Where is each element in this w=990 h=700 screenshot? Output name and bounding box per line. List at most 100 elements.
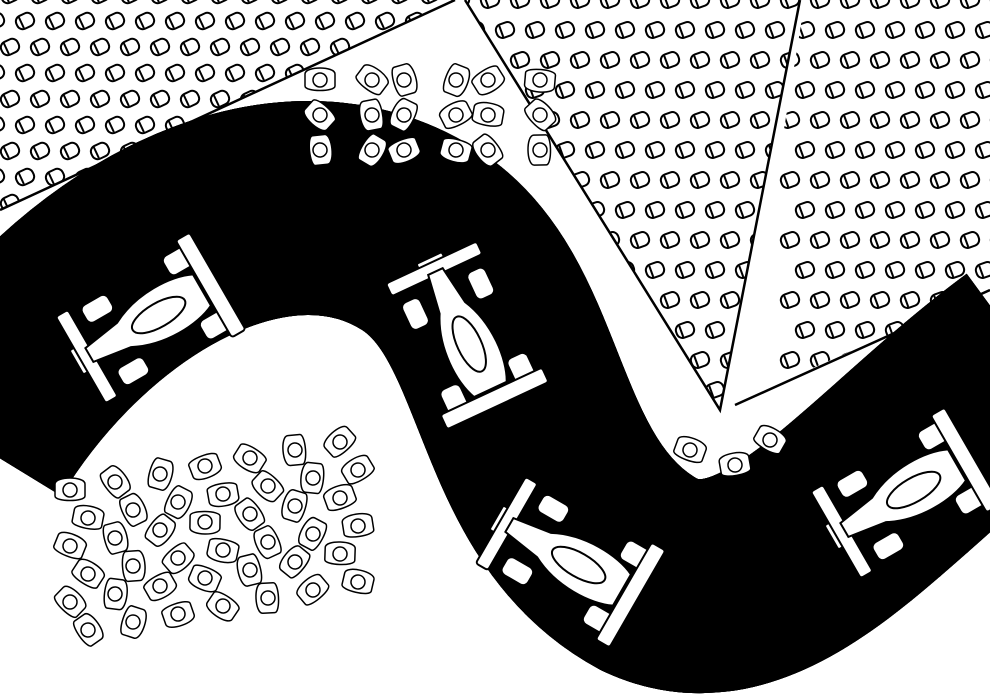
- spectator: [255, 581, 280, 615]
- seat: [674, 321, 696, 339]
- spectator: [121, 549, 146, 583]
- seat: [914, 21, 936, 39]
- seat: [959, 231, 981, 249]
- race-car: [385, 241, 549, 430]
- spectator: [120, 605, 147, 639]
- seat: [119, 37, 141, 57]
- seat: [59, 37, 81, 57]
- seat: [674, 261, 696, 279]
- seat: [914, 141, 936, 159]
- seat: [389, 37, 411, 57]
- seat: [854, 261, 876, 279]
- seat: [854, 81, 876, 99]
- spectator: [119, 493, 148, 527]
- spectator: [308, 133, 333, 167]
- seat: [689, 51, 711, 69]
- seat: [14, 63, 36, 83]
- seat: [674, 201, 696, 219]
- seat: [794, 261, 816, 279]
- seat: [794, 141, 816, 159]
- seat: [704, 261, 726, 279]
- seat: [704, 21, 726, 39]
- seat: [929, 51, 951, 69]
- seat: [254, 63, 276, 83]
- seat: [959, 171, 981, 189]
- seat: [614, 201, 636, 219]
- spectator: [53, 585, 87, 618]
- seat: [554, 201, 576, 219]
- seat: [149, 37, 171, 57]
- seat: [764, 201, 786, 219]
- seat: [719, 51, 741, 69]
- spectator: [303, 99, 337, 132]
- seat: [704, 141, 726, 159]
- seat: [779, 351, 801, 369]
- seat: [599, 111, 621, 129]
- seat: [14, 167, 36, 187]
- spectator: [143, 571, 177, 602]
- seat: [539, 171, 561, 189]
- spectator: [718, 451, 752, 477]
- seat: [644, 381, 666, 399]
- seat: [14, 11, 36, 31]
- seat: [869, 231, 891, 249]
- seat: [809, 231, 831, 249]
- seat: [0, 141, 21, 161]
- seat: [29, 141, 51, 161]
- seat: [689, 291, 711, 309]
- seat: [854, 141, 876, 159]
- seat: [779, 171, 801, 189]
- spectator: [188, 452, 222, 481]
- seat: [89, 141, 111, 161]
- spectator: [206, 590, 240, 622]
- seat: [839, 171, 861, 189]
- seat: [659, 111, 681, 129]
- seat: [794, 201, 816, 219]
- spectator: [234, 497, 266, 531]
- seat: [569, 51, 591, 69]
- seat: [944, 141, 966, 159]
- spectator: [389, 98, 418, 132]
- seat: [884, 81, 906, 99]
- seat: [209, 0, 231, 5]
- seat: [719, 111, 741, 129]
- seat: [644, 261, 666, 279]
- seat: [314, 11, 336, 31]
- spectator: [523, 68, 557, 93]
- seat: [959, 51, 981, 69]
- seat: [884, 261, 906, 279]
- seat: [674, 381, 696, 399]
- seat: [59, 141, 81, 161]
- seat: [644, 201, 666, 219]
- seat: [914, 261, 936, 279]
- seat: [419, 0, 441, 5]
- seat: [149, 89, 171, 109]
- seat: [0, 0, 21, 5]
- seat: [44, 63, 66, 83]
- seat: [674, 81, 696, 99]
- seat: [749, 111, 771, 129]
- seat: [104, 115, 126, 135]
- seat: [854, 21, 876, 39]
- spectator: [236, 553, 263, 587]
- spectator: [54, 477, 86, 502]
- seat: [839, 291, 861, 309]
- seat: [734, 81, 756, 99]
- seat: [764, 321, 786, 339]
- spectator: [72, 613, 104, 647]
- seat: [929, 231, 951, 249]
- seat: [0, 11, 6, 31]
- seat: [149, 0, 171, 5]
- seat: [179, 37, 201, 57]
- seat: [539, 51, 561, 69]
- seat: [794, 21, 816, 39]
- seat: [749, 171, 771, 189]
- seat: [659, 0, 681, 9]
- seat: [734, 141, 756, 159]
- spectator: [439, 100, 473, 130]
- spectator: [99, 465, 131, 499]
- seat: [629, 51, 651, 69]
- seat: [974, 261, 990, 279]
- seat: [974, 81, 990, 99]
